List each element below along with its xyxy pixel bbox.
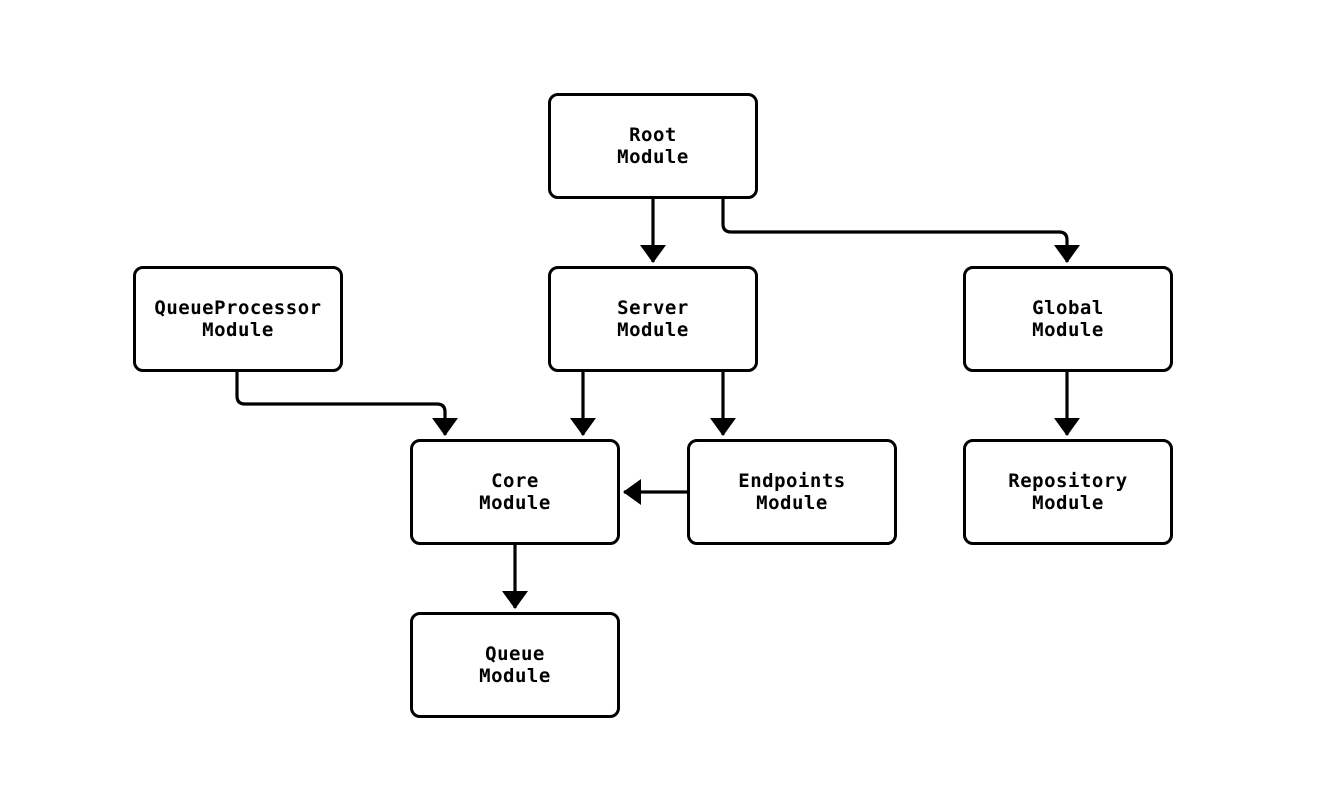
edge-root-to-global: [721, 199, 1080, 263]
node-global-module: Global Module: [963, 266, 1173, 372]
node-queue-module-label: Queue Module: [479, 643, 551, 687]
node-queueprocessor-module-label: QueueProcessor Module: [154, 297, 322, 341]
node-core-module: Core Module: [410, 439, 620, 545]
node-root-module-label: Root Module: [617, 124, 689, 168]
node-endpoints-module-label: Endpoints Module: [738, 470, 846, 514]
node-server-module-label: Server Module: [617, 297, 689, 341]
node-core-module-label: Core Module: [479, 470, 551, 514]
node-endpoints-module: Endpoints Module: [687, 439, 897, 545]
node-queueprocessor-module: QueueProcessor Module: [133, 266, 343, 372]
node-root-module: Root Module: [548, 93, 758, 199]
node-global-module-label: Global Module: [1032, 297, 1104, 341]
node-server-module: Server Module: [548, 266, 758, 372]
node-repository-module-label: Repository Module: [1008, 470, 1128, 514]
node-repository-module: Repository Module: [963, 439, 1173, 545]
edge-queueprocessor-to-core: [235, 372, 458, 436]
node-queue-module: Queue Module: [410, 612, 620, 718]
